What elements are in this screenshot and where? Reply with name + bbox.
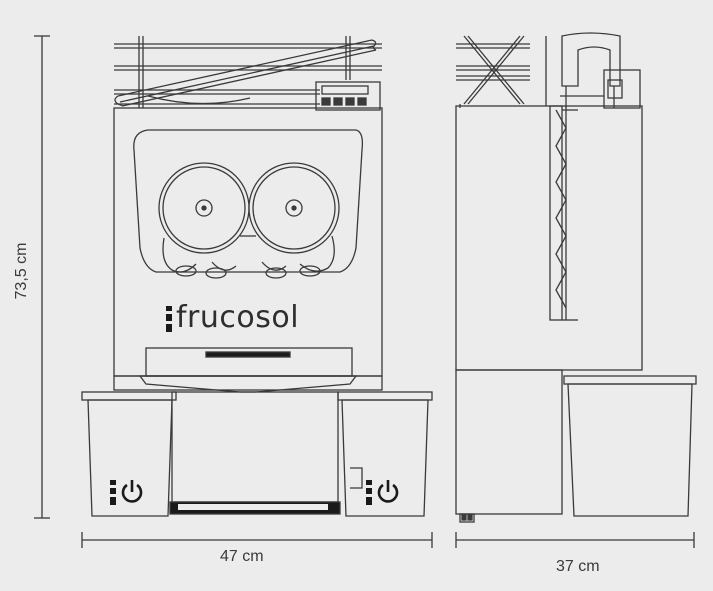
juicing-cups [158,162,340,279]
bin-handle [350,467,363,489]
height-dimension [34,35,50,519]
side-waste-bin [563,375,697,517]
power-icon[interactable] [366,480,399,505]
side-width-dimension [455,532,695,548]
front-width-dimension [81,532,433,548]
front-width-label: 47 cm [220,548,264,565]
side-fruit-feeder [456,35,547,108]
side-width-label: 37 cm [556,558,600,575]
fruit-holder-icon [560,32,641,109]
control-panel [315,81,381,111]
right-waste-bin [337,391,433,517]
brand-logo-mark [166,306,172,332]
drip-tray [138,347,358,393]
brand-name: frucosol [176,300,300,335]
front-lower-body [169,391,341,515]
front-fruit-feeder [114,36,382,108]
left-waste-bin [81,391,177,517]
power-icon[interactable] [110,480,143,505]
side-body [455,105,643,523]
